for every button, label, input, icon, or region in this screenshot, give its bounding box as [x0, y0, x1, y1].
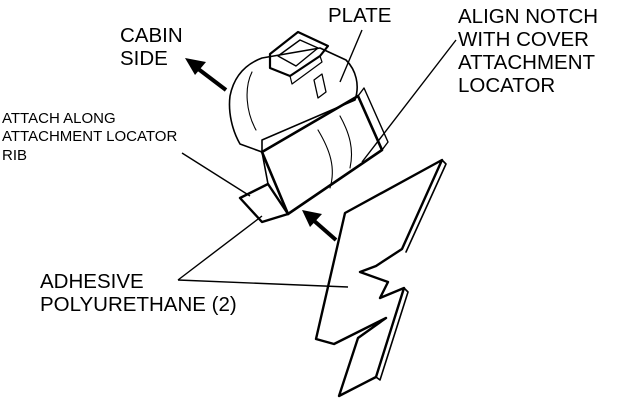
- bracket-shade-line: [246, 71, 257, 131]
- leader-align-notch: [361, 39, 457, 163]
- bracket-assembly: [228, 30, 389, 224]
- bracket-body: [228, 47, 358, 153]
- label-plate: PLATE: [328, 4, 392, 27]
- leader-plate: [339, 29, 363, 83]
- notch-detail: [313, 73, 327, 99]
- adhesive-pad: [314, 158, 444, 398]
- leader-adhesive-upper: [177, 215, 263, 281]
- plate-tab: [268, 30, 330, 85]
- label-adhesive: ADHESIVE POLYURETHANE (2): [40, 270, 237, 317]
- leader-adhesive-lower: [177, 279, 349, 288]
- cabin-direction-arrow: [185, 58, 228, 92]
- bracket-band-edge: [357, 87, 389, 151]
- bracket-foot: [238, 182, 290, 224]
- bracket-shade-line: [339, 115, 353, 169]
- adhesive-pad-edge: [375, 287, 409, 381]
- install-direction-arrow: [302, 210, 338, 242]
- label-cabin-side: CABIN SIDE: [120, 24, 183, 71]
- label-attach-along: ATTACH ALONG ATTACHMENT LOCATOR RIB: [2, 110, 178, 164]
- bracket-shade-line: [317, 129, 333, 189]
- leader-attach-along: [181, 152, 251, 197]
- adhesive-pad-edge: [405, 159, 447, 253]
- label-align-notch: ALIGN NOTCH WITH COVER ATTACHMENT LOCATO…: [458, 5, 599, 98]
